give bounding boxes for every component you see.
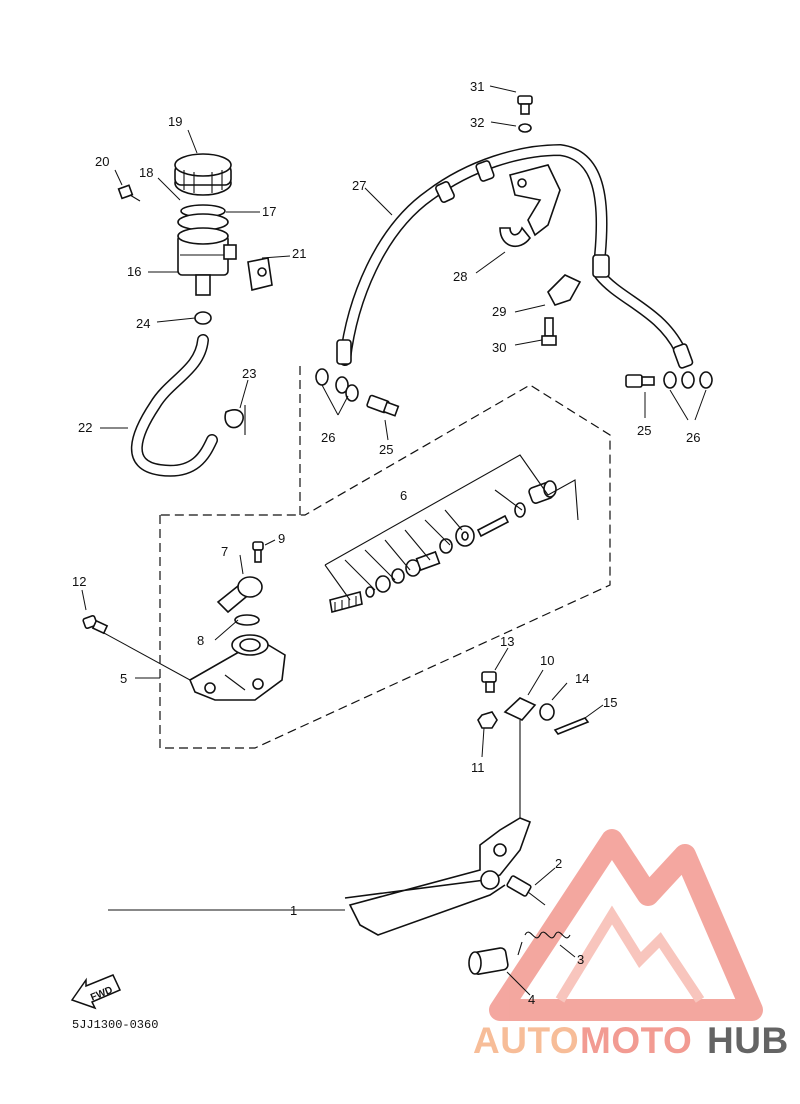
clamp-bolt [517,95,533,115]
callout-26b: 26 [686,430,700,445]
holder-bolt [541,317,557,346]
callout-14: 14 [575,671,589,686]
hose-guide-bracket [499,164,561,248]
reservoir-bolt [117,184,141,202]
callout-29: 29 [492,304,506,319]
clevis-washer [539,703,555,721]
callout-24: 24 [136,316,150,331]
hose-joint [216,576,263,614]
union-bolt-left [366,394,400,417]
copper-washers-right [663,371,713,389]
reservoir-cap [174,153,232,196]
callout-3: 3 [577,952,584,967]
callout-21: 21 [292,246,306,261]
callout-2: 2 [555,856,562,871]
cotter-pin [553,717,590,735]
diagram-part-number: 5JJ1300-0360 [72,1018,158,1032]
hose-holder [547,274,582,306]
callout-23: 23 [242,366,256,381]
callout-4: 4 [528,992,535,1007]
brake-hose [336,144,694,369]
reservoir-bracket [247,257,273,291]
callout-18: 18 [139,165,153,180]
callout-15: 15 [603,695,617,710]
assembly-outline [159,365,611,749]
master-cylinder-bolt [82,615,109,635]
clevis-bolt [481,671,497,693]
master-cylinder-kit [329,480,557,613]
hose-clip [194,311,212,325]
callout-8: 8 [197,633,204,648]
o-ring [234,614,260,626]
callout-25b: 25 [637,423,651,438]
watermark-brand-part2: MOTO [580,1020,692,1061]
callout-6: 6 [400,488,407,503]
callout-labels: 1 2 3 4 5 6 7 8 9 10 11 12 13 14 15 16 1… [72,79,700,1007]
watermark-logo [489,829,763,1021]
return-spring [517,931,571,956]
callout-10: 10 [540,653,554,668]
joint-screw [252,541,264,563]
clevis-link [503,697,537,820]
pedal-collar [468,947,509,975]
callout-32: 32 [470,115,484,130]
callout-19: 19 [168,114,182,129]
callout-9: 9 [278,531,285,546]
callout-22: 22 [78,420,92,435]
master-cylinder [188,634,286,701]
callout-7: 7 [221,544,228,559]
copper-washers-left [315,368,359,402]
callout-5: 5 [120,671,127,686]
fwd-arrow: FWD [70,974,122,1010]
reservoir-hose [130,334,218,477]
callout-16: 16 [127,264,141,279]
collar [518,123,532,133]
nut [477,711,498,729]
callout-31: 31 [470,79,484,94]
callout-27: 27 [352,178,366,193]
watermark-brand-part3: HUB [707,1020,789,1061]
callout-17: 17 [262,204,276,219]
callout-20: 20 [95,154,109,169]
watermark-brand-part1: AUTO [473,1020,579,1061]
hose-clamp [224,405,246,435]
kit-bracket-lines [324,454,579,601]
callout-30: 30 [492,340,506,355]
leader-lines [81,85,707,996]
watermark-text: AUTO MOTO HUB [473,1020,789,1061]
callout-25a: 25 [379,442,393,457]
callout-13: 13 [500,634,514,649]
union-bolt-right [625,374,655,388]
callout-11: 11 [471,760,485,775]
callout-12: 12 [72,574,86,589]
callout-26a: 26 [321,430,335,445]
pedal-bolt [506,875,546,906]
callout-28: 28 [453,269,467,284]
reservoir-tank [177,227,237,296]
brake-pedal [344,817,532,936]
callout-1: 1 [290,903,297,918]
